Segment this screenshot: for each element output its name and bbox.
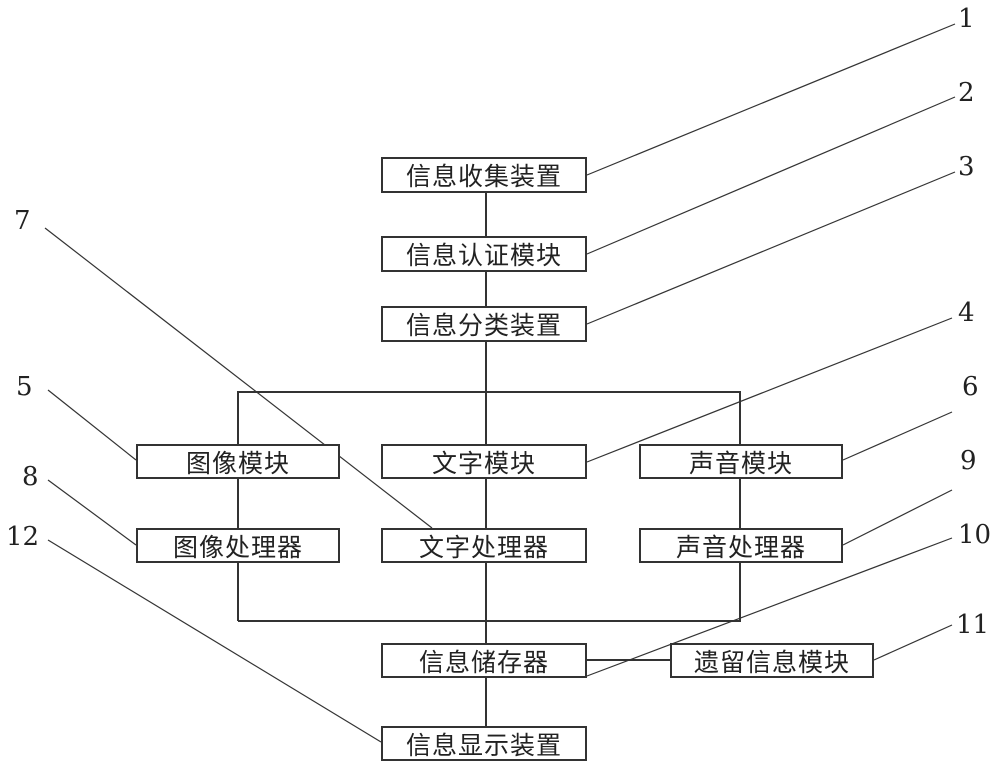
sound-processor: 声音处理器 bbox=[639, 528, 843, 563]
ref-label-8: 8 bbox=[22, 462, 39, 492]
info-authentication-module: 信息认证模块 bbox=[381, 236, 587, 272]
leader-lines bbox=[44, 23, 956, 743]
module-bus-frame bbox=[237, 391, 741, 622]
info-display-device: 信息显示装置 bbox=[381, 726, 587, 761]
text-processor: 文字处理器 bbox=[381, 528, 587, 563]
ref-label-7: 7 bbox=[14, 206, 31, 236]
ref-label-5: 5 bbox=[16, 372, 33, 402]
ref-label-6: 6 bbox=[962, 372, 979, 402]
ref-label-10: 10 bbox=[958, 520, 992, 550]
ref-label-3: 3 bbox=[958, 152, 975, 182]
image-module: 图像模块 bbox=[136, 444, 340, 479]
ref-label-1: 1 bbox=[958, 4, 975, 34]
ref-label-4: 4 bbox=[958, 298, 975, 328]
text-module: 文字模块 bbox=[381, 444, 587, 479]
sound-module: 声音模块 bbox=[639, 444, 843, 479]
ref-label-12: 12 bbox=[6, 522, 40, 552]
legacy-info-module: 遗留信息模块 bbox=[670, 643, 874, 678]
ref-label-11: 11 bbox=[956, 610, 990, 640]
ref-label-2: 2 bbox=[958, 78, 975, 108]
image-processor: 图像处理器 bbox=[136, 528, 340, 563]
info-classification-device: 信息分类装置 bbox=[381, 306, 587, 342]
ref-label-9: 9 bbox=[960, 446, 977, 476]
info-collection-device: 信息收集装置 bbox=[381, 157, 587, 193]
info-storage: 信息储存器 bbox=[381, 643, 587, 678]
